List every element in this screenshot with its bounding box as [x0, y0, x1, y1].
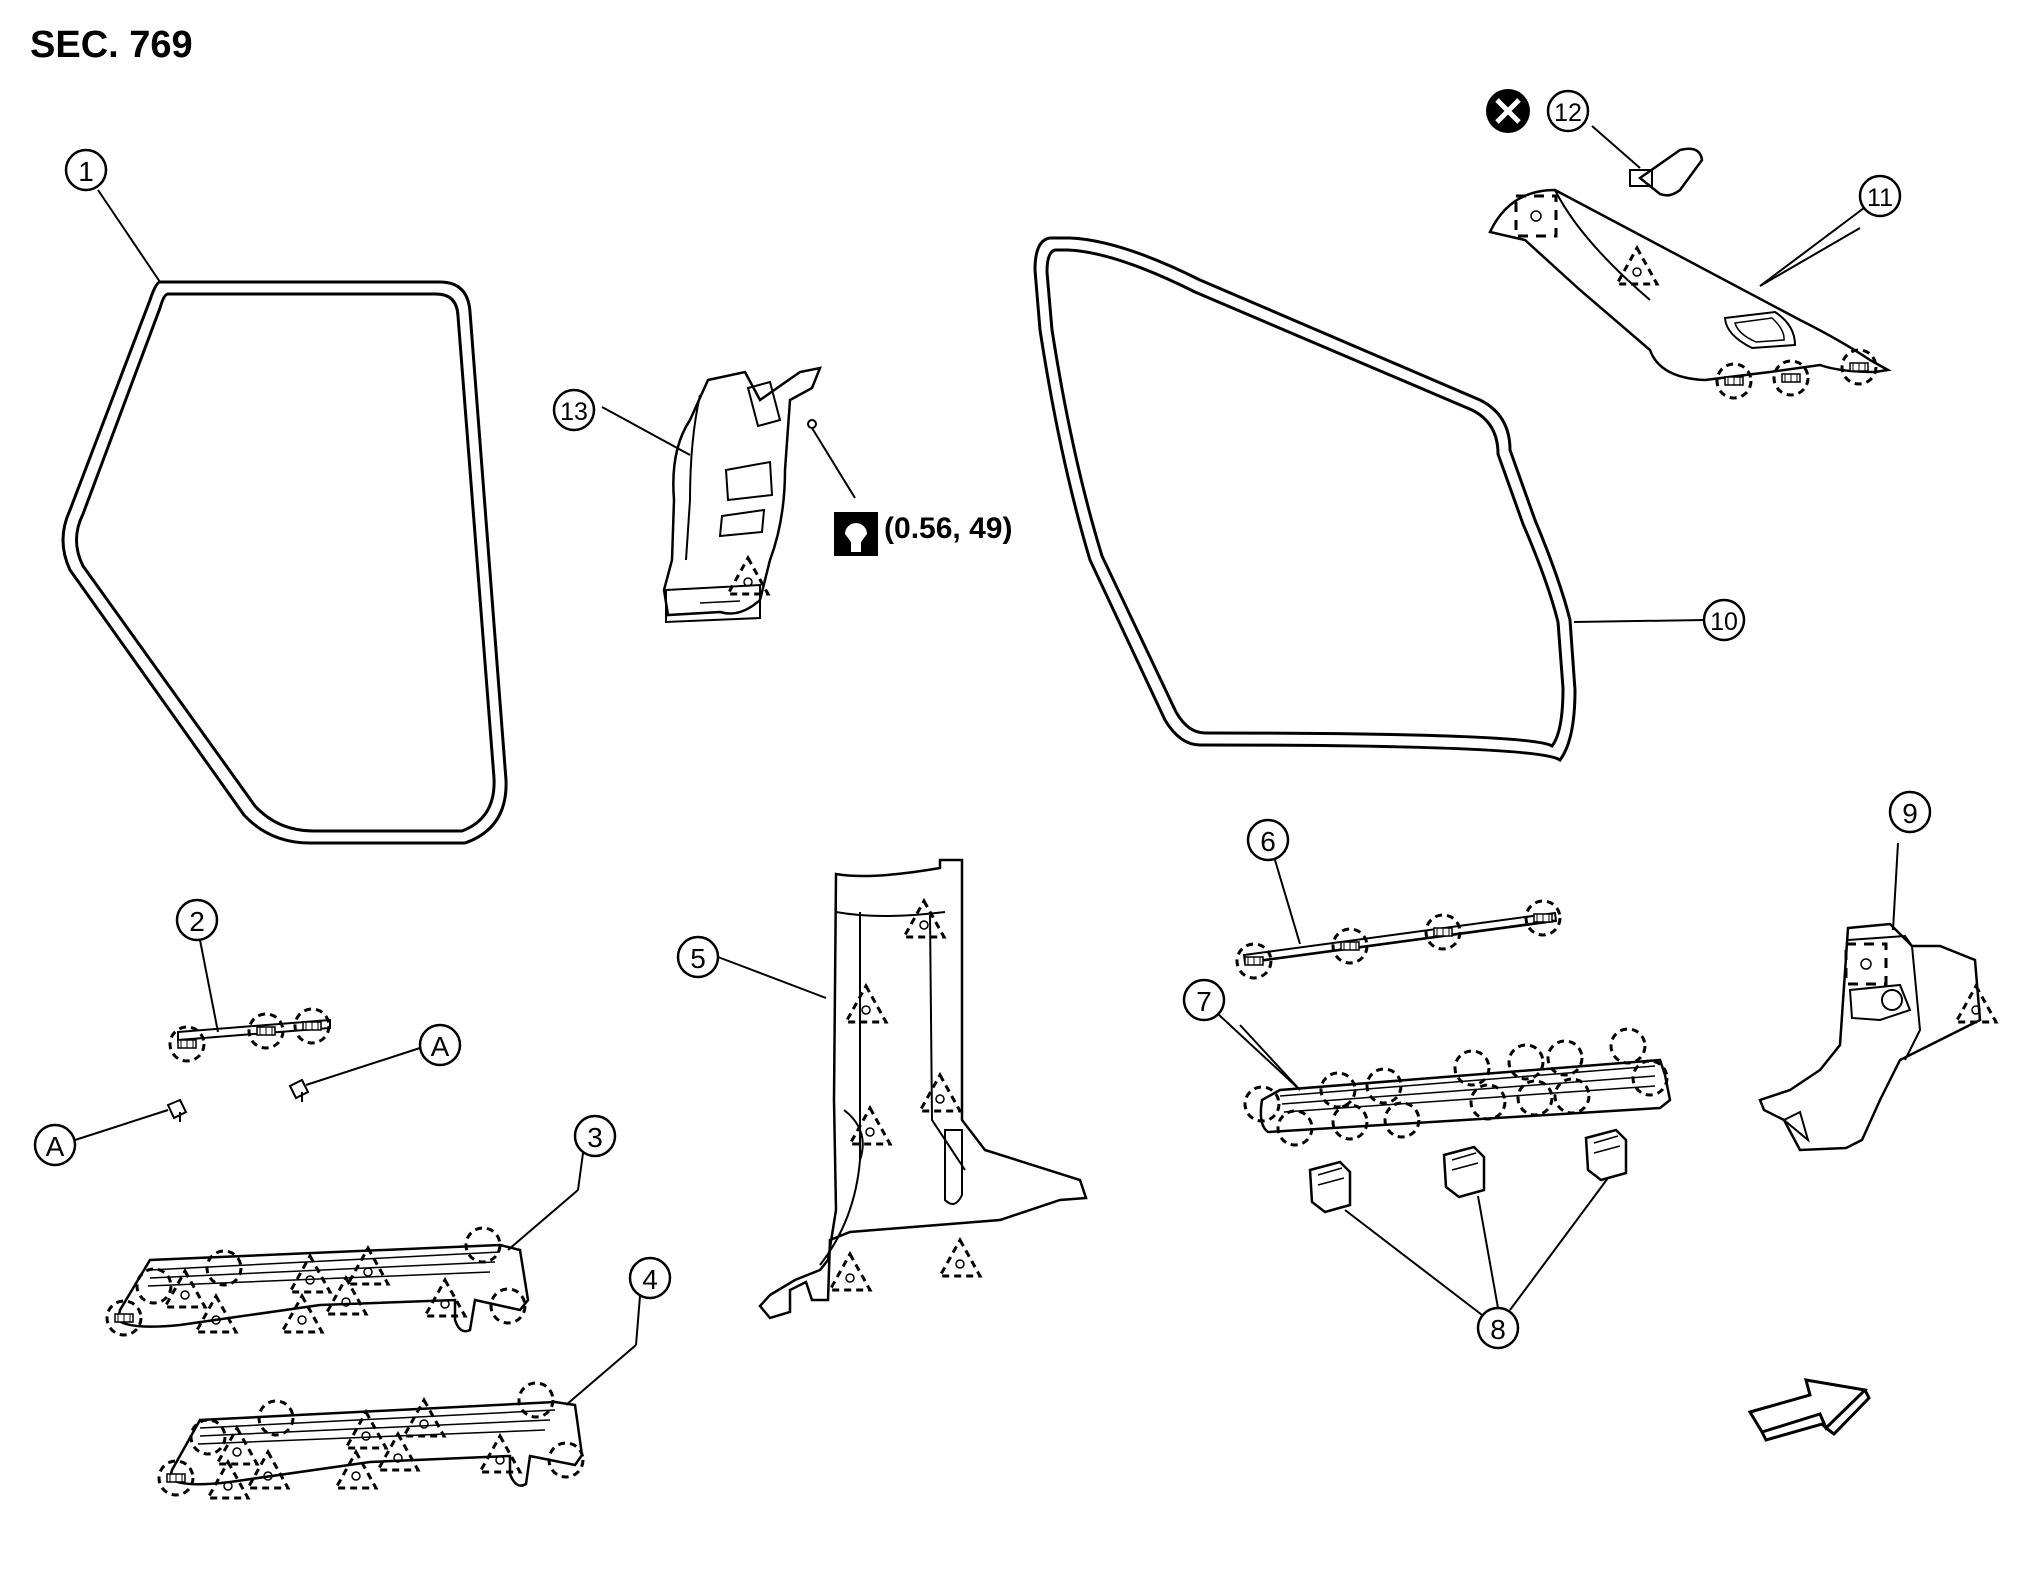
callout-5-label: 5 — [690, 943, 706, 974]
callout-a-left: A — [33, 1123, 77, 1167]
callout-2: 2 — [175, 898, 219, 1033]
callout-1: 1 — [64, 148, 108, 192]
rear-kicking-plate-clips — [168, 1007, 331, 1063]
callout-2-label: 2 — [189, 906, 205, 937]
front-kicking-plate — [1239, 1024, 1672, 1147]
callout-8: 8 — [1476, 1306, 1520, 1350]
upper-b-pillar-finisher — [662, 366, 856, 624]
lower-b-pillar-finisher — [717, 858, 1088, 1320]
callout-10-label: 10 — [1710, 608, 1738, 636]
section-label: SEC. 769 — [30, 24, 193, 66]
connector-a-right — [288, 1047, 421, 1102]
front-pillar-clip — [1591, 125, 1704, 197]
callout-a-left-label: A — [46, 1131, 65, 1162]
callout-4-label: 4 — [642, 1264, 658, 1295]
callout-5: 5 — [676, 935, 720, 979]
torque-wrench-icon — [834, 512, 878, 556]
callout-a-right: A — [418, 1023, 462, 1067]
connector-a-left — [74, 1098, 188, 1141]
front-pillar-finisher — [1488, 188, 1892, 400]
callout-10: 10 — [1702, 598, 1746, 642]
kicking-plate-clips — [1308, 1128, 1628, 1319]
callout-3: 3 — [573, 1114, 617, 1191]
callout-12-label: 12 — [1554, 99, 1582, 127]
rear-kicking-plate-lower — [157, 1344, 637, 1500]
dash-side-finisher — [1758, 842, 1998, 1152]
callout-13-label: 13 — [560, 398, 588, 426]
callout-11-label: 11 — [1867, 184, 1893, 212]
callout-9: 9 — [1888, 790, 1932, 834]
callout-6-label: 6 — [1260, 826, 1276, 857]
front-kicking-plate-clips — [1235, 859, 1562, 980]
callout-9-label: 9 — [1902, 798, 1918, 829]
callout-3-label: 3 — [587, 1122, 603, 1153]
do-not-reuse-icon — [1486, 89, 1530, 133]
callout-13: 13 — [552, 388, 596, 432]
callout-7: 7 — [1182, 978, 1301, 1091]
callout-4: 4 — [628, 1256, 672, 1346]
callout-12: 12 — [1546, 89, 1590, 133]
callout-11: 11 — [1759, 174, 1902, 287]
vehicle-front-arrow-icon — [1747, 1378, 1871, 1442]
callout-8-label: 8 — [1490, 1314, 1506, 1345]
rear-kicking-plate-upper — [105, 1189, 579, 1337]
callout-7-label: 7 — [1196, 986, 1212, 1017]
callout-1-label: 1 — [78, 156, 94, 187]
callout-6: 6 — [1246, 818, 1290, 862]
rear-door-weatherstrip — [61, 280, 508, 845]
callout-a-right-label: A — [431, 1031, 450, 1062]
front-door-weatherstrip — [1033, 236, 1577, 763]
